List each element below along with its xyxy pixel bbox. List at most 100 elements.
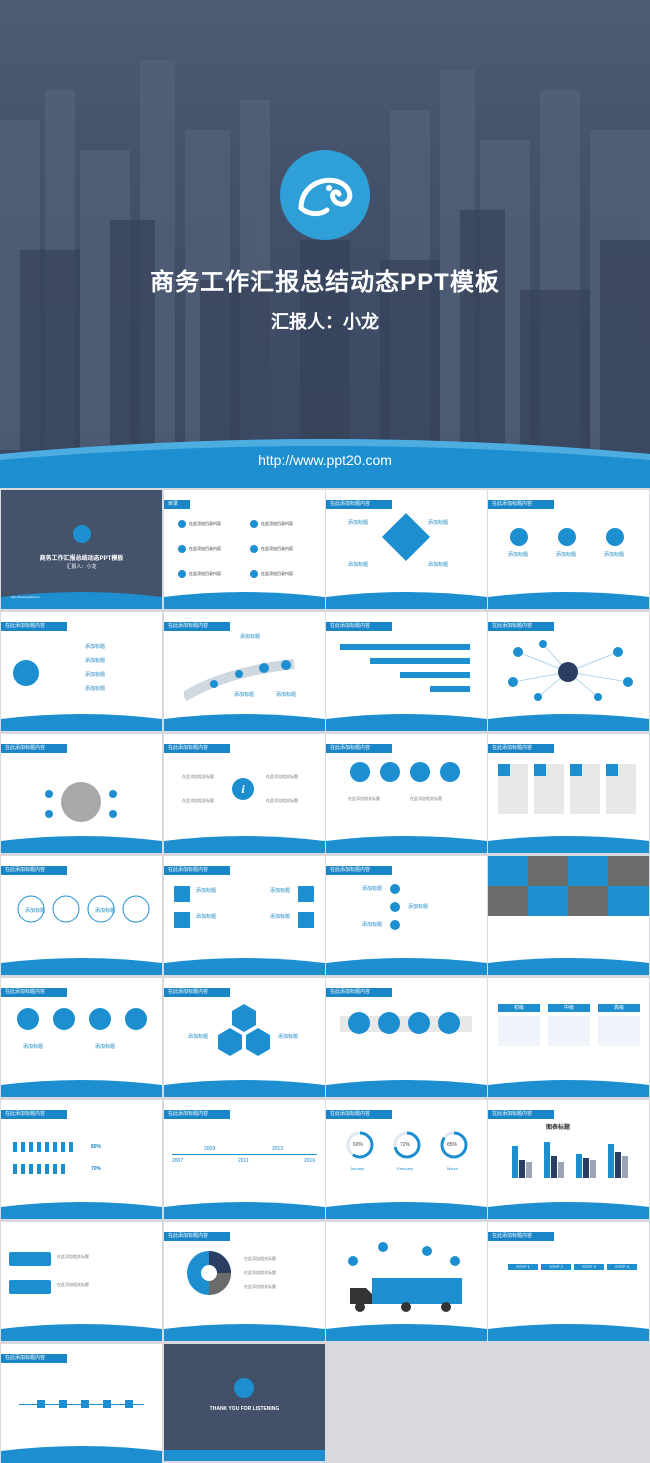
circle <box>350 762 370 782</box>
label: 添加标题 <box>408 904 429 910</box>
wave-footer <box>1 1202 162 1219</box>
monitor-icon <box>174 886 190 902</box>
thumb-globe[interactable]: 在此添加标题内容 <box>1 734 162 853</box>
text: 在此添加相关标题 <box>266 798 298 803</box>
label: 添加标题 <box>25 908 46 914</box>
wave-footer <box>1 1080 162 1097</box>
thumb-linked-circles[interactable]: 在此添加标题内容 添加标题 添加标题 <box>1 856 162 975</box>
arrow-bar <box>430 686 470 692</box>
thumb-toc[interactable]: 目录 在此添加目录内容 在此添加目录内容 在此添加目录内容 在此添加目录内容 在… <box>164 490 325 609</box>
thumb-four-cards[interactable]: 在此添加标题内容 <box>488 734 649 853</box>
thumb-ribbons[interactable]: 在此添加相关标题 在此添加相关标题 <box>1 1222 162 1341</box>
thumb-numbered-steps[interactable]: 在此添加标题内容 <box>1 1344 162 1463</box>
icon <box>45 790 53 798</box>
card-corner <box>606 764 618 776</box>
progress-rings <box>346 1131 468 1159</box>
thumb-hexagons[interactable]: 在此添加标题内容 添加标题 添加标题 <box>164 978 325 1097</box>
wave-footer <box>1 1324 162 1341</box>
timeline-line <box>172 1154 317 1155</box>
icon <box>390 920 400 930</box>
toc-item: 在此添加目录内容 <box>189 571 221 576</box>
year: 2009 <box>204 1146 216 1152</box>
tile <box>568 886 608 916</box>
toc-item: 在此添加目录内容 <box>261 546 293 551</box>
column-body <box>498 1016 540 1046</box>
thumb-diamond[interactable]: 在此添加标题内容 添加标题 添加标题 添加标题 添加标题 <box>326 490 487 609</box>
slide-header: 在此添加标题内容 <box>164 988 230 997</box>
wave-footer <box>488 714 649 731</box>
thumb-four-circles[interactable]: 在此添加标题内容 在此添加相关标题 在此添加相关标题 <box>326 734 487 853</box>
thumb-truck[interactable] <box>326 1222 487 1341</box>
wave-footer <box>326 836 487 853</box>
wave-footer <box>164 1202 325 1219</box>
step-marker <box>103 1400 111 1408</box>
thumb-arrow-bars[interactable]: 在此添加标题内容 <box>326 612 487 731</box>
toc-icon <box>178 520 186 528</box>
toc-item: 在此添加目录内容 <box>189 546 221 551</box>
wave-footer <box>164 1080 325 1097</box>
network-graphic <box>508 640 633 701</box>
thumb-vertical-icons[interactable]: 在此添加标题内容 添加标题 添加标题 添加标题 <box>326 856 487 975</box>
wave-footer <box>326 1324 487 1341</box>
label: 添加标题 <box>604 552 625 558</box>
toc-icon <box>178 545 186 553</box>
thumb-thanks[interactable]: THANK YOU FOR LISTENING <box>164 1344 325 1461</box>
thumb-pie[interactable]: 在此添加标题内容 在此添加相关标题 在此添加相关标题 在此添加相关标题 <box>164 1222 325 1341</box>
label: 添加标题 <box>362 886 383 892</box>
label: 添加标题 <box>85 686 106 692</box>
phone-icon <box>298 886 314 902</box>
label: 添加标题 <box>270 888 291 894</box>
chart-title: 图表标题 <box>546 1125 571 1131</box>
icon <box>109 810 117 818</box>
label: 添加标题 <box>188 1034 209 1040</box>
slide-header: 在此添加标题内容 <box>488 1232 554 1241</box>
wave-footer <box>488 958 649 975</box>
thumb-progress-rings[interactable]: 在此添加标题内容 60% 72% 85% January February Ma… <box>326 1100 487 1219</box>
thumb-network[interactable]: 在此添加标题内容 <box>488 612 649 731</box>
city-skyline-background <box>0 60 650 450</box>
step-marker <box>81 1400 89 1408</box>
card-corner <box>534 764 546 776</box>
step-label: STEP 4 <box>607 1264 637 1270</box>
thumb-timeline[interactable]: 在此添加标题内容 2007 2009 2011 2013 2016 <box>164 1100 325 1219</box>
column-body <box>598 1016 640 1046</box>
pie-chart <box>187 1251 231 1295</box>
icon <box>109 790 117 798</box>
icon <box>606 528 624 546</box>
wave-footer <box>488 836 649 853</box>
thumb-list-circle[interactable]: 在此添加标题内容 添加标题 添加标题 添加标题 添加标题 <box>1 612 162 731</box>
label: 添加标题 <box>196 888 217 894</box>
toc-icon <box>250 570 258 578</box>
cover-url-link[interactable]: http://www.ppt20.com <box>258 452 392 468</box>
thumb-info-icon[interactable]: 在此添加标题内容 i 在此添加相关标题 在此添加相关标题 在此添加相关标题 在此… <box>164 734 325 853</box>
label: 添加标题 <box>85 658 106 664</box>
wave-footer <box>488 1080 649 1097</box>
thumb-bar-chart[interactable]: 在此添加标题内容 图表标题 <box>488 1100 649 1219</box>
thumb-gears[interactable]: 在此添加标题内容 添加标题 添加标题 <box>1 978 162 1097</box>
slide-header: 在此添加标题内容 <box>164 622 230 631</box>
wave-footer <box>488 592 649 609</box>
slide-header: 在此添加标题内容 <box>326 866 392 875</box>
thumb-steps[interactable]: 在此添加标题内容 STEP 1 STEP 2 STEP 3 STEP 4 <box>488 1222 649 1341</box>
slide-header: 在此添加标题内容 <box>326 1110 392 1119</box>
hexagon-cluster <box>218 1004 270 1056</box>
text: 在此添加相关标题 <box>348 796 380 801</box>
thumb-three-icons[interactable]: 在此添加标题内容 添加标题 添加标题 添加标题 <box>488 490 649 609</box>
label: 添加标题 <box>240 634 261 640</box>
label: 添加标题 <box>428 562 449 568</box>
ring-value: 60% <box>353 1142 364 1148</box>
tile <box>568 856 608 886</box>
slide-header: 在此添加标题内容 <box>488 1110 554 1119</box>
thumb-three-columns[interactable]: 初级 中级 高级 <box>488 978 649 1097</box>
thumb-icon-boxes[interactable]: 在此添加标题内容 添加标题 添加标题 添加标题 添加标题 <box>164 856 325 975</box>
month-label: March <box>447 1166 459 1171</box>
thumb-rocket-arrow[interactable]: 在此添加标题内容 添加标题 添加标题 添加标题 <box>164 612 325 731</box>
thumb-people-stats[interactable]: 在此添加标题内容 80% 70% <box>1 1100 162 1219</box>
thumb-cover[interactable]: 商务工作汇报总结动态PPT模板 汇报人：小龙 http://www.ppt20.… <box>1 490 162 609</box>
wave-footer <box>1 714 162 731</box>
cover-slide: 商务工作汇报总结动态PPT模板 汇报人：小龙 http://www.ppt20.… <box>0 0 650 488</box>
calendar-icon <box>298 912 314 928</box>
step-label: STEP 2 <box>541 1264 571 1270</box>
thumb-process-arrow[interactable]: 在此添加标题内容 <box>326 978 487 1097</box>
thumb-tile-grid[interactable] <box>488 856 649 975</box>
